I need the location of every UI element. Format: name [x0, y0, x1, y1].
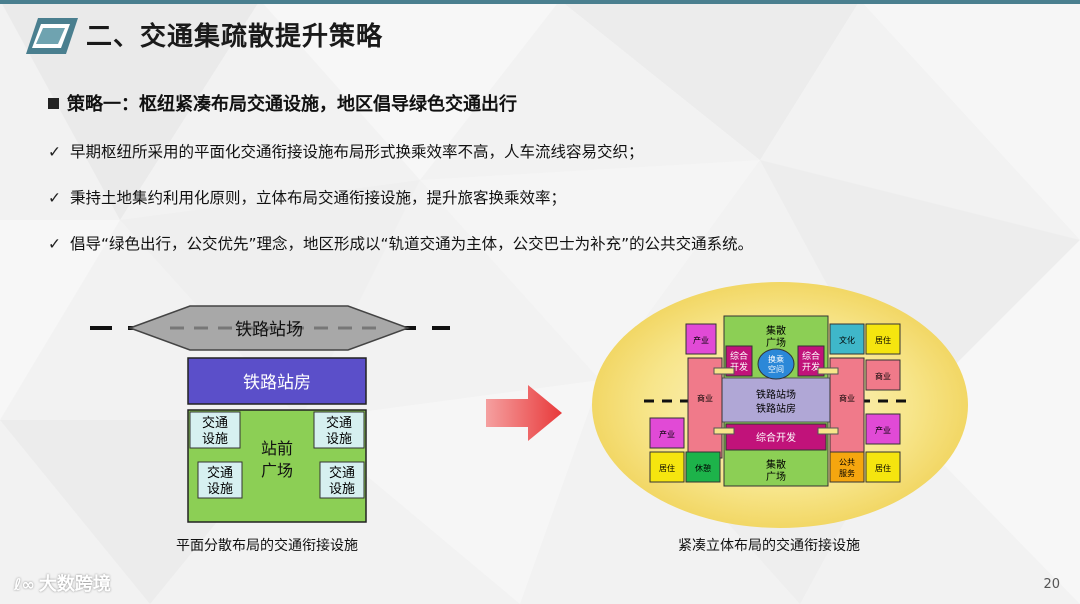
bullet-text: 早期枢纽所采用的平面化交通衔接设施布局形式换乘效率不高，人车流线容易交织；	[70, 143, 644, 161]
culture-box	[829, 323, 865, 355]
industry-box	[865, 413, 901, 445]
strategy-heading: 策略一：枢纽紧凑布局交通设施，地区倡导绿色交通出行	[48, 90, 517, 116]
residence-label: 居住	[659, 463, 675, 473]
facility-box	[189, 411, 241, 449]
right-arrow-icon	[486, 385, 562, 441]
bottom-plaza-label: 广场	[766, 470, 786, 483]
facility-label: 设施	[326, 432, 352, 447]
mixed-dev-label: 开发	[802, 361, 820, 373]
bullet-text: 秉持土地集约利用化原则，立体布局交通衔接设施，提升旅客换乘效率；	[70, 189, 567, 207]
bottom-plaza-label: 集散	[766, 458, 786, 471]
check-icon: ✓	[48, 235, 61, 253]
station-block	[719, 377, 833, 423]
commerce-box	[865, 359, 901, 391]
facility-label: 设施	[207, 482, 233, 497]
leisure-label: 休憩	[695, 463, 711, 473]
mixed-dev-label: 综合	[730, 350, 748, 362]
residence-label: 居住	[875, 463, 891, 473]
watermark-logo-icon: ℓ∞	[14, 575, 35, 594]
leisure-box	[685, 451, 721, 483]
industry-label: 产业	[875, 425, 891, 435]
facility-label: 交通	[207, 465, 233, 481]
public-service-label: 服务	[839, 468, 855, 478]
facility-label: 设施	[329, 482, 355, 497]
transfer-space	[757, 348, 795, 380]
public-service-box	[829, 451, 865, 483]
industry-label: 产业	[659, 429, 675, 439]
watermark: ℓ∞大数跨境	[14, 570, 111, 596]
residence-box	[865, 323, 901, 355]
facility-label: 交通	[202, 415, 228, 431]
slide-title: 二、交通集疏散提升策略	[86, 22, 384, 52]
commerce-label: 商业	[697, 393, 713, 403]
industry-box	[649, 417, 685, 449]
facility-label: 交通	[326, 415, 352, 431]
residence-box	[865, 451, 901, 483]
connector-bar	[713, 427, 735, 435]
bullet-text: 倡导“绿色出行，公交优先”理念，地区形成以“轨道交通为主体，公交巴士为补充”的公…	[70, 235, 754, 253]
transfer-label: 空间	[768, 364, 784, 374]
transfer-label: 换乘	[768, 354, 784, 364]
check-icon: ✓	[48, 143, 61, 161]
facility-box	[319, 461, 365, 499]
station-yard-label: 铁路站场	[756, 388, 796, 401]
square-bullet-icon	[48, 98, 59, 109]
residence-box	[649, 451, 685, 483]
plaza-label-1: 站前	[261, 439, 293, 458]
commerce-right-box	[829, 357, 865, 459]
bullet-item: ✓ 早期枢纽所采用的平面化交通衔接设施布局形式换乘效率不高，人车流线容易交织；	[48, 140, 644, 162]
compact-layout-diagram: 集散 广场 集散 广场 铁路站场 铁路站房 综合 开发 综合 开发 换乘 空间 …	[592, 282, 968, 528]
commerce-label: 商业	[839, 393, 855, 403]
top-plaza-label: 广场	[766, 336, 786, 349]
right-caption: 紧凑立体布局的交通衔接设施	[678, 538, 860, 554]
station-house-label: 铁路站房	[243, 373, 311, 393]
mixed-dev-label: 综合	[802, 350, 820, 362]
facility-label: 设施	[202, 432, 228, 447]
connector-bar	[713, 367, 735, 375]
connector-bar	[817, 427, 839, 435]
bullet-item: ✓ 秉持土地集约利用化原则，立体布局交通衔接设施，提升旅客换乘效率；	[48, 186, 566, 208]
mixed-dev-bottom-box	[725, 423, 827, 451]
watermark-text: 大数跨境	[38, 574, 111, 595]
slide-logo-icon	[26, 18, 78, 54]
left-caption: 平面分散布局的交通衔接设施	[176, 538, 358, 554]
station-yard-label: 铁路站场	[235, 320, 303, 340]
strategy-text: 策略一：枢纽紧凑布局交通设施，地区倡导绿色交通出行	[67, 94, 517, 115]
check-icon: ✓	[48, 189, 61, 207]
top-plaza-label: 集散	[766, 324, 786, 337]
station-house-label: 铁路站房	[756, 402, 796, 415]
mixed-dev-bottom-label: 综合开发	[756, 431, 796, 444]
industry-label: 产业	[693, 335, 709, 345]
culture-label: 文化	[839, 335, 855, 345]
commerce-label: 商业	[875, 371, 891, 381]
facility-box	[197, 461, 243, 499]
page-number: 20	[1043, 577, 1060, 592]
connector-bar	[817, 367, 839, 375]
public-service-label: 公共	[839, 458, 855, 467]
flat-layout-diagram: 铁路站场 铁路站房 站前 广场 交通 设施 交通 设施 交通 设施 交通 设施	[90, 305, 450, 523]
station-house-box	[187, 357, 367, 405]
plaza-label-2: 广场	[261, 461, 293, 480]
residence-label: 居住	[875, 335, 891, 345]
commerce-left-box	[687, 357, 723, 459]
facility-box	[313, 411, 365, 449]
industry-box	[685, 323, 717, 355]
top-accent-bar	[0, 0, 1080, 4]
bullet-item: ✓ 倡导“绿色出行，公交优先”理念，地区形成以“轨道交通为主体，公交巴士为补充”的…	[48, 232, 753, 254]
facility-label: 交通	[329, 465, 355, 481]
